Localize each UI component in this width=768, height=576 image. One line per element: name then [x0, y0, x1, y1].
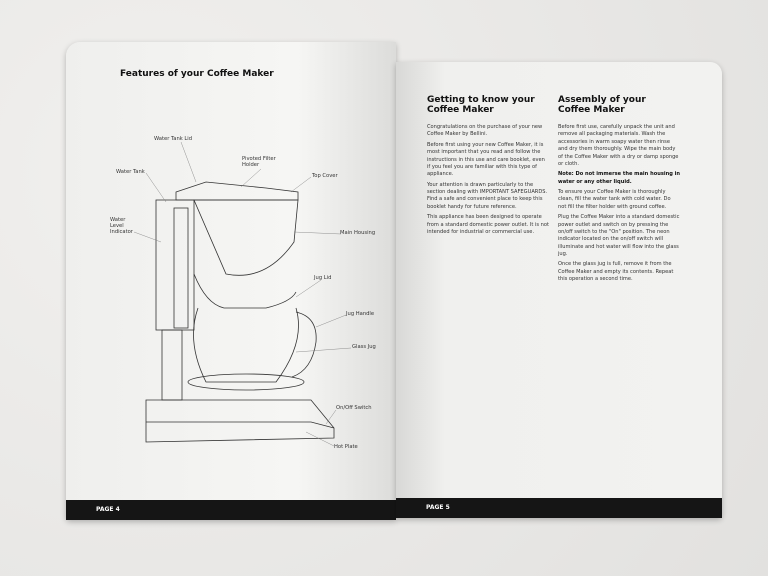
paragraph: This appliance has been designed to oper… — [427, 214, 549, 235]
page-footer-band: PAGE 5 — [396, 498, 722, 518]
page-number: PAGE 4 — [96, 506, 120, 513]
section-title-assembly: Assembly of your Coffee Maker — [558, 95, 646, 115]
paragraph: Once the glass jug is full, remove it fr… — [558, 261, 674, 283]
label-pivoted-filter-holder: Pivoted Filter Holder — [242, 156, 276, 168]
page-left: Features of your Coffee Maker Water Tank… — [66, 42, 396, 520]
paragraph: Before first use, carefully unpack the u… — [558, 124, 679, 167]
paragraph: Before first using your new Coffee Maker… — [427, 141, 545, 178]
label-hot-plate: Hot Plate — [334, 444, 358, 450]
assembly-text: Before first use, carefully unpack the u… — [558, 124, 680, 287]
page-title: Features of your Coffee Maker — [120, 69, 274, 79]
paragraph: Congratulations on the purchase of your … — [427, 124, 543, 138]
paragraph: To ensure your Coffee Maker is thoroughl… — [558, 189, 671, 210]
page-number: PAGE 5 — [426, 504, 450, 511]
page-right: Getting to know your Coffee Maker Congra… — [396, 62, 722, 518]
label-main-housing: Main Housing — [340, 230, 376, 236]
label-top-cover: Top Cover — [312, 173, 338, 179]
coffee-maker-diagram — [133, 141, 352, 447]
paragraph: Your attention is drawn particularly to … — [427, 181, 548, 210]
label-glass-jug: Glass Jug — [352, 344, 376, 350]
label-water-tank-lid: Water Tank Lid — [154, 136, 193, 142]
paragraph: Plug the Coffee Maker into a standard do… — [558, 214, 680, 257]
page-footer-band: PAGE 4 — [66, 500, 396, 520]
getting-to-know-text: Congratulations on the purchase of your … — [427, 124, 549, 239]
label-on-off-switch: On/Off Switch — [336, 405, 372, 411]
label-jug-handle: Jug Handle — [346, 311, 375, 317]
label-water-tank: Water Tank — [116, 169, 145, 175]
note: Note: Do not immerse the main housing in… — [558, 171, 681, 185]
label-water-level-indicator: Water Level Indicator — [110, 217, 133, 235]
section-title-getting-to-know: Getting to know your Coffee Maker — [427, 95, 535, 115]
label-jug-lid: Jug Lid — [314, 275, 332, 281]
